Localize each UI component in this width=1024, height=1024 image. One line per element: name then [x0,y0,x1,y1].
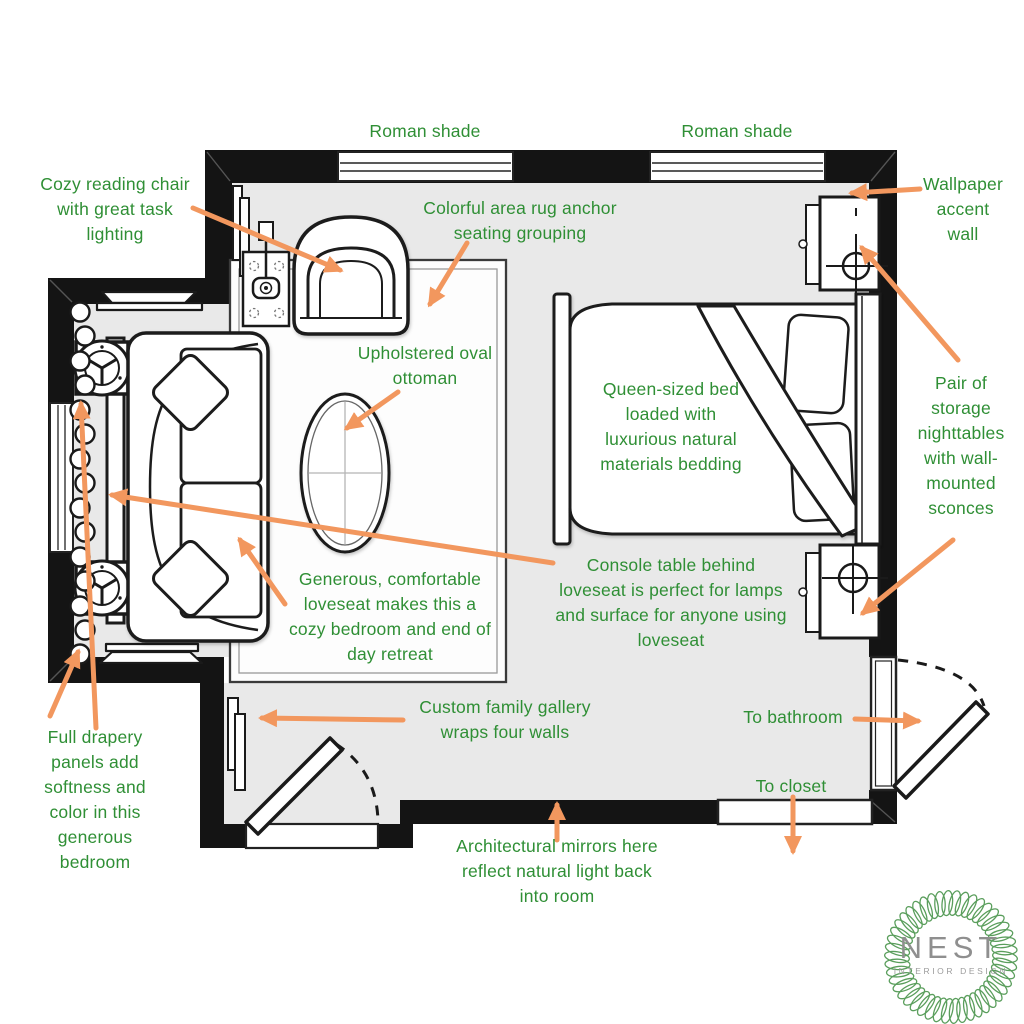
arrow-reading-chair [190,205,344,273]
throw-pillow [152,540,229,617]
arrow-gallery [258,709,406,728]
label-mirrors: Architectural mirrors here reflect natur… [456,836,658,906]
label-ottoman: Upholstered oval ottoman [357,343,493,388]
entry-door [244,736,380,850]
arrow-loveseat [237,536,288,607]
logo-ring [884,890,1018,1024]
arrow-nighttable-top [859,244,961,363]
door-leaf [244,736,344,836]
door-leaf [892,700,990,800]
annotation-arrows [47,183,961,855]
roman-shade-window-right [649,151,826,182]
nightstand-bottom [798,543,888,640]
label-area-rug: Colorful area rug anchor seating groupin… [423,198,617,243]
pillow [782,313,850,415]
label-bed: Queen-sized bed loaded with luxurious na… [600,379,742,474]
queen-bed [552,292,882,546]
label-roman-shade-left: Roman shade [369,121,481,141]
throw-pillow [152,354,229,431]
side-window [49,402,74,553]
arrow-console [108,488,556,566]
label-nighttables: Pair of storage nighttables with wall- m… [917,373,1005,518]
label-bathroom: To bathroom [743,707,843,727]
arrow-area-rug [427,240,470,308]
logo-tagline: INTERIOR DESIGN [894,966,1009,976]
nightstand-top [798,195,888,300]
loveseat [126,331,270,643]
oval-ottoman [299,392,391,554]
label-closet: To closet [755,776,827,796]
arrow-bathroom [852,711,922,730]
arrow-wallpaper [848,183,923,202]
label-wallpaper: Wallpaper accent wall [923,174,1003,244]
console-table [105,336,126,625]
alcove-wall-art [95,290,204,665]
arrow-ottoman [343,389,401,431]
bathroom-door [869,655,990,800]
headboard [854,292,882,546]
logo-name: NEST [900,930,1003,965]
roman-shade-window-left [337,151,514,182]
label-gallery: Custom family gallery wraps four walls [419,697,591,742]
reading-chair [292,215,410,336]
door-swing-arc [897,658,986,707]
label-drapery: Full drapery panels add softness and col… [44,727,146,872]
table-leg-marks [248,260,285,319]
nest-logo: NEST INTERIOR DESIGN [884,890,1018,1024]
label-console: Console table behind loveseat is perfect… [555,555,787,650]
label-loveseat: Generous, comfortable loveseat makes thi… [288,569,492,664]
arrow-drapery-short [47,648,81,719]
label-reading-chair: Cozy reading chair with great task light… [40,174,190,244]
arrow-drapery-long [72,400,99,731]
arrow-nighttable-bottom [859,537,956,616]
sconce-icon [822,546,888,614]
label-roman-shade-right: Roman shade [681,121,793,141]
footboard [552,292,572,546]
